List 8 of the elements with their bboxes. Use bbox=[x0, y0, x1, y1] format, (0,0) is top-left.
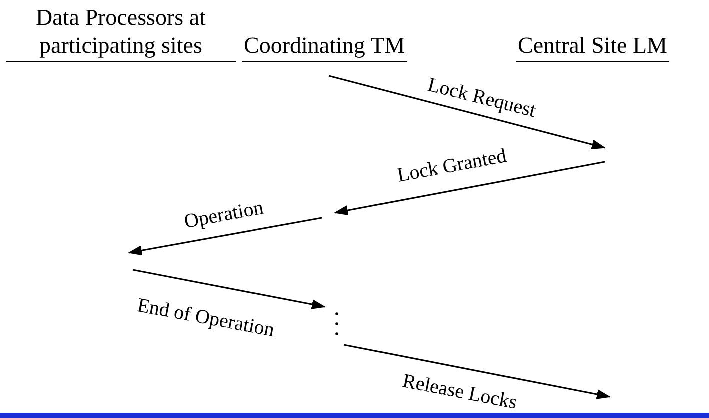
message-label: Operation bbox=[182, 196, 266, 234]
message-label: End of Operation bbox=[136, 294, 276, 342]
participant-heading: Coordinating TM bbox=[242, 32, 408, 62]
message-label: Release Locks bbox=[400, 370, 520, 414]
message-label: Lock Request bbox=[426, 74, 538, 122]
participant-heading: Central Site LM bbox=[516, 32, 670, 62]
participant-heading: Data Processors at participating sites bbox=[6, 4, 236, 62]
message-label: Lock Granted bbox=[396, 145, 508, 187]
